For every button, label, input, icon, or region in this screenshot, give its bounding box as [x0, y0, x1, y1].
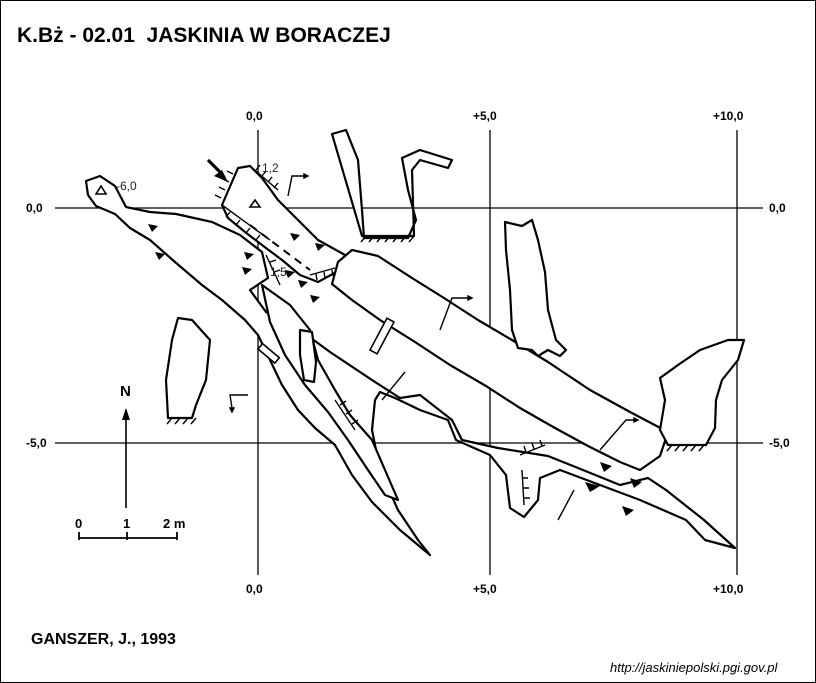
survey-label-p2: 1,2 [262, 161, 279, 175]
rock-fragment-west [164, 316, 212, 420]
entrance-arrow [206, 158, 228, 182]
grid-labels: 0,0 +5,0 +10,0 0,0 +5,0 +10,0 0,0 -5,0 0… [26, 109, 790, 596]
grid-label-right-y0: 0,0 [769, 201, 786, 215]
north-label: N [120, 383, 131, 400]
map-title: K.Bż - 02.01 JASKINIA W BORACZEJ [17, 24, 391, 47]
north-arrow: N [120, 383, 131, 508]
ledge-hatching [166, 164, 706, 506]
grid-label-bottom-x10: +10,0 [713, 582, 744, 596]
scale-bar: 0 1 2 m [75, 516, 185, 540]
grid-label-right-y-5: -5,0 [769, 436, 790, 450]
source-url: http://jaskiniepolski.pgi.gov.pl [610, 660, 778, 675]
slope-arrows [148, 224, 642, 516]
survey-label-p3: 1,5 [270, 265, 287, 279]
grid-label-top-x10: +10,0 [713, 109, 744, 123]
rock-fragment-east [658, 338, 746, 447]
scale-label-2m: 2 m [163, 516, 185, 531]
grid-label-top-x5: +5,0 [473, 109, 497, 123]
section-markers [228, 172, 640, 521]
passage-features [94, 184, 396, 365]
survey-label-p1: -6,0 [116, 179, 137, 193]
grid-label-top-x0: 0,0 [246, 109, 263, 123]
scale-label-1: 1 [123, 516, 130, 531]
grid-label-bottom-x5: +5,0 [473, 582, 497, 596]
cave-passages [84, 128, 746, 557]
grid-label-left-y0: 0,0 [26, 201, 43, 215]
map-author: GANSZER, J., 1993 [31, 631, 176, 648]
dashed-lines [249, 224, 311, 271]
rock-fragment-north [330, 128, 454, 240]
grid-label-left-y-5: -5,0 [26, 436, 47, 450]
survey-point-labels: -6,0 1,2 1,5 [116, 161, 287, 279]
north-arrow-icon [122, 408, 130, 420]
rock-fragment-northeast [503, 218, 568, 358]
scale-label-0: 0 [75, 516, 82, 531]
passage-main-gallery [330, 248, 670, 472]
rock-fragment-small [298, 328, 318, 384]
grid-label-bottom-x0: 0,0 [246, 582, 263, 596]
